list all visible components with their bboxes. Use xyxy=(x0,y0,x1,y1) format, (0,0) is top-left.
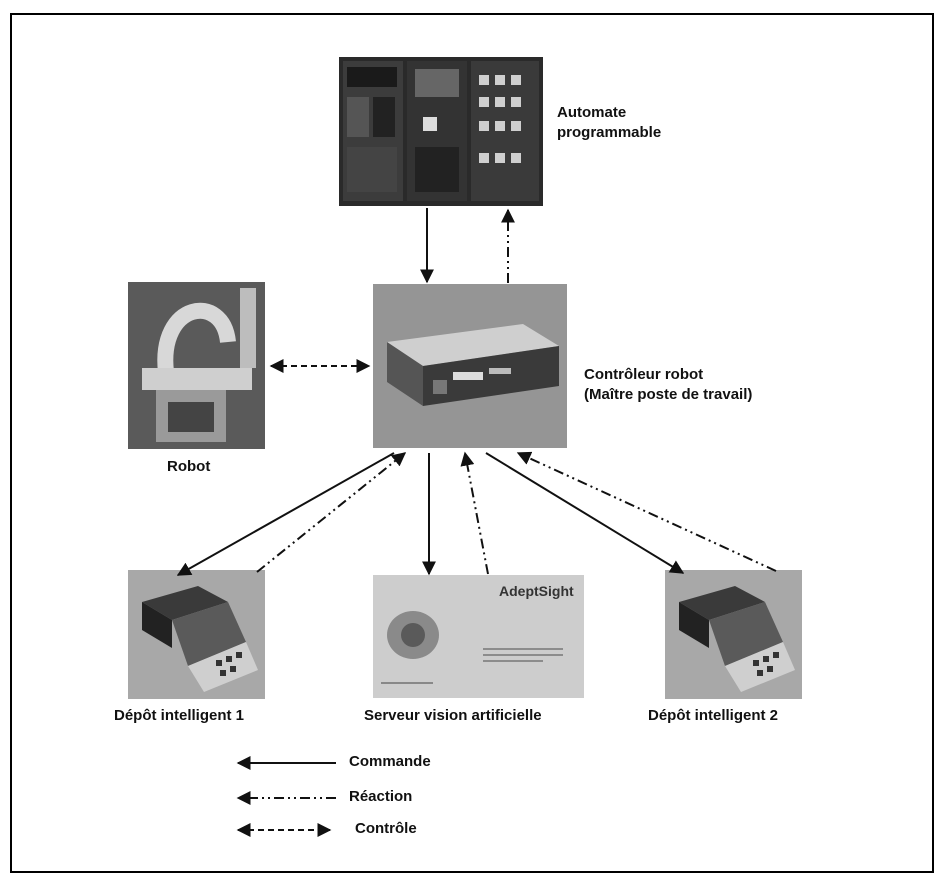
reaction-arrow-depot2-controller xyxy=(518,453,776,571)
reaction-arrow-vision-controller xyxy=(465,453,488,574)
legend-reaction-label: Réaction xyxy=(349,788,412,805)
legend-controle-label: Contrôle xyxy=(355,820,417,837)
commande-arrow-controller-depot1 xyxy=(178,453,394,575)
legend-commande-label: Commande xyxy=(349,753,431,770)
commande-arrow-controller-depot2 xyxy=(486,453,683,573)
reaction-arrow-depot1-controller xyxy=(257,453,405,572)
